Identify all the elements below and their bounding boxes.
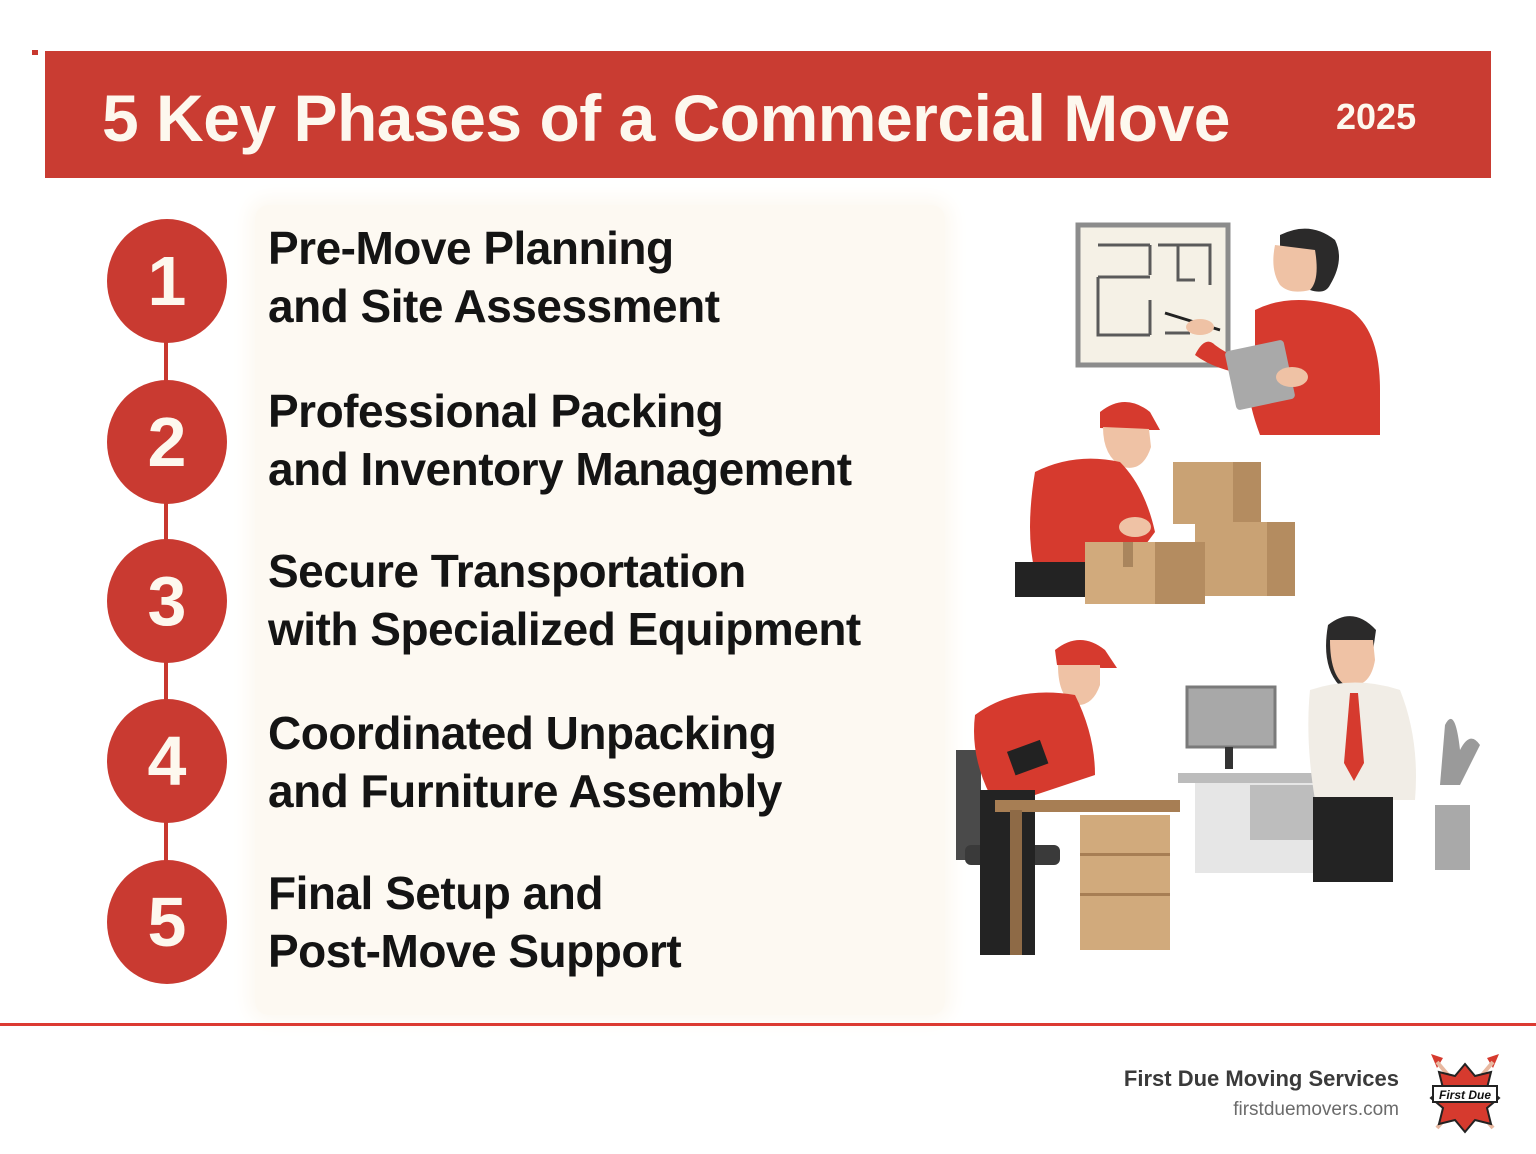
page-title: 5 Key Phases of a Commercial Move bbox=[102, 81, 1231, 155]
phase-number-badge: 1 bbox=[107, 219, 227, 343]
phase-number-badge: 3 bbox=[107, 539, 227, 663]
phases-text-panel bbox=[255, 205, 945, 1015]
office-setup-illustration-icon bbox=[956, 616, 1480, 955]
year-label: 2025 bbox=[1336, 96, 1417, 137]
packer-illustration-icon bbox=[1015, 402, 1295, 604]
phase-number-badge: 2 bbox=[107, 380, 227, 504]
company-name: First Due Moving Services bbox=[1123, 1066, 1399, 1091]
company-url-link[interactable]: firstduemovers.com bbox=[1233, 1099, 1399, 1120]
phase-number-badge: 4 bbox=[107, 699, 227, 823]
corner-accent bbox=[32, 50, 38, 55]
planner-illustration-icon bbox=[1075, 222, 1380, 435]
svg-text:First Due: First Due bbox=[1439, 1088, 1491, 1102]
footer-divider bbox=[0, 1023, 1536, 1026]
phase-number-badge: 5 bbox=[107, 860, 227, 984]
company-logo-icon: First Due bbox=[1429, 1054, 1501, 1134]
title-banner bbox=[45, 51, 1491, 178]
